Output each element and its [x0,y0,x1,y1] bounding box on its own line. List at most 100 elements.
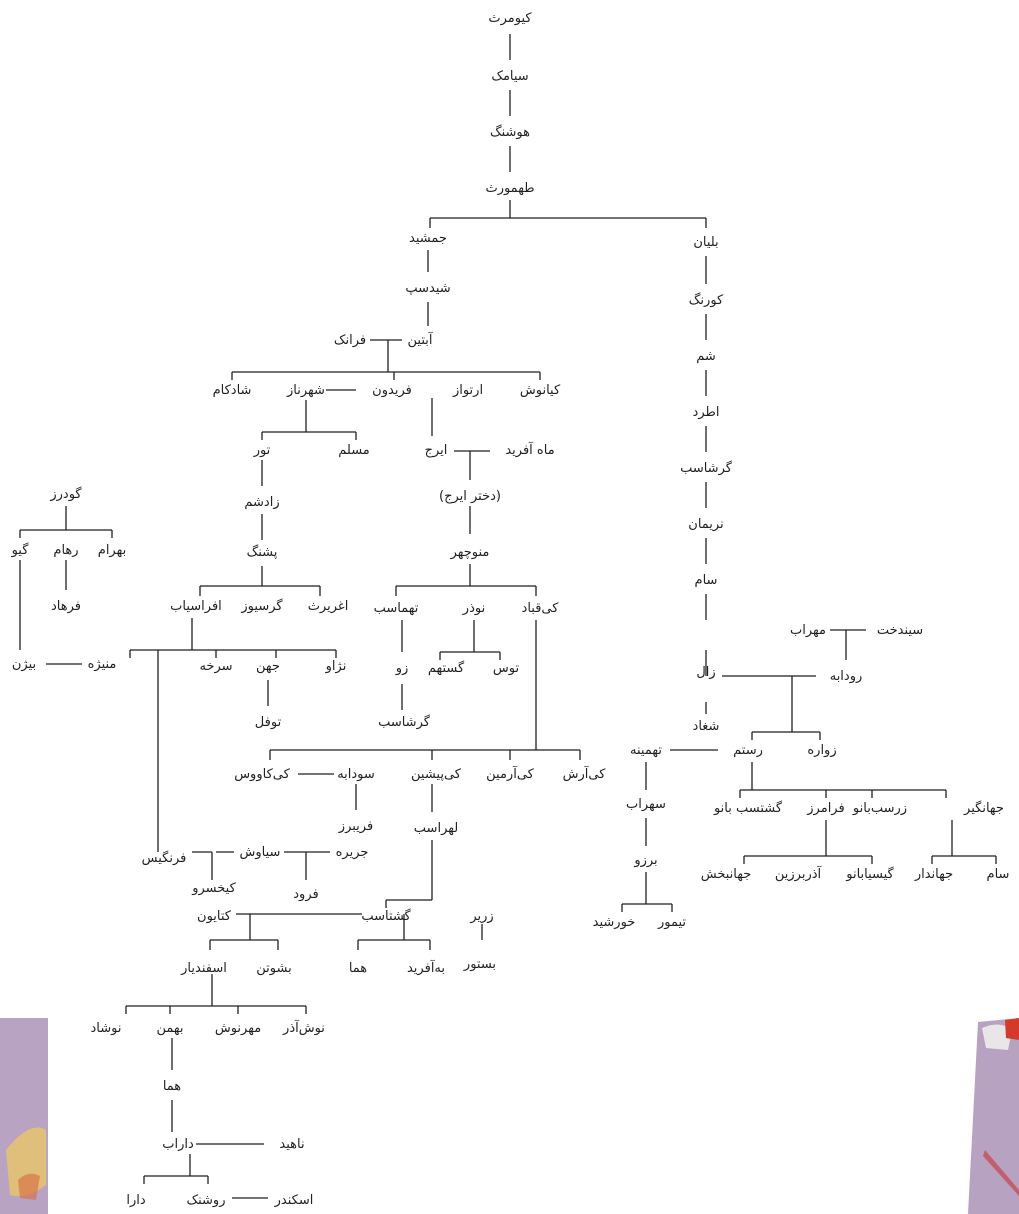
name-kiarash: کی‌آرش [563,765,607,782]
name-azarborzin: آذربرزین [775,865,823,882]
name-sham: شم [696,349,716,364]
name-sam-2: سام [987,867,1010,882]
name-nushazar: نوش‌آذر [282,1019,325,1036]
name-garshasb-2: گرشاسب [378,714,431,730]
name-farybarz: فریبرز [338,819,373,834]
name-artavaz: ارتواز [452,383,483,398]
name-tahmuras: طهمورث [485,181,534,196]
name-nahid: ناهید [279,1137,304,1152]
name-tus: توس [493,661,520,676]
name-roshanak: روشنک [186,1193,225,1208]
name-siamak: سیامک [491,69,528,84]
name-garshasb: گرشاسب [680,460,733,476]
name-atrad: اطرد [693,405,720,420]
name-jahn: جهن [256,659,280,674]
name-farangis: فرنگیس [142,850,187,866]
name-darab: داراب [162,1137,194,1152]
name-bahman: بهمن [156,1021,183,1036]
right-decorative-panel [968,1018,1019,1214]
name-sam: سام [695,573,718,588]
name-rudabeh: رودابه [830,669,863,684]
name-zu: زو [395,661,409,676]
name-jahandar: جهاندار [914,867,953,882]
name-mahafarid: ماه آفرید [505,441,554,458]
name-afrasiab: افراسیاب [170,599,222,614]
name-sindokht: سیندخت [877,623,923,638]
name-jahangir: جهانگیر [963,800,1004,816]
name-gisiabanu: گیسیابانو [845,866,894,882]
name-dokhtar-iraj: (دختر ایرج) [439,489,501,504]
name-zadasham: زادشم [244,495,279,510]
name-bashutan: بشوتن [256,961,291,976]
name-fereydun: فریدون [372,383,412,398]
name-faranak: فرانک [334,333,366,348]
name-lohrasb: لهراسب [414,821,458,836]
name-bastur: بستور [463,957,496,972]
name-mehrnush: مهرنوش [215,1021,261,1036]
name-hushang: هوشنگ [490,124,530,140]
name-zavareh: زواره [807,743,836,758]
left-panel-red-detail [18,1173,40,1200]
name-garsivaz: گرسیوز [240,598,283,614]
name-homa-1: هما [349,961,367,976]
name-siavash: سیاوش [240,845,281,860]
name-manizheh: منیژه [88,657,117,672]
name-jamshid: جمشید [409,231,447,246]
name-kipishin: کی‌پیشین [411,767,462,782]
name-mehrab: مهراب [790,623,826,638]
name-tur: تور [253,443,271,458]
name-teymur: تیمور [657,915,686,930]
name-sorkheh: سرخه [199,659,232,674]
name-goshtasbbanu: گشتسب بانو [713,800,783,816]
name-sudabeh: سودابه [337,767,375,782]
name-kianush: کیانوش [520,383,561,398]
name-shahrnaz: شهرناز [286,383,325,398]
name-keyghobad: کی‌قباد [522,601,560,616]
name-keyumars: کیومرث [488,11,532,26]
name-zal: زال [696,665,715,680]
name-eskandar: اسکندر [274,1193,314,1208]
name-goudarz: گودرز [49,486,82,502]
name-tufal: توفل [255,715,282,730]
name-zarir: زریر [469,909,493,924]
name-sohrab: سهراب [626,797,666,812]
name-behafarid: به‌آفرید [407,959,445,976]
name-aghriras: اغریرث [308,599,349,614]
name-nozar: نوذر [462,601,485,616]
name-raham: رهام [53,543,78,558]
name-tahmasb: تهماسب [374,601,419,616]
name-giv: گیو [11,542,30,558]
name-bizhan: بیژن [12,657,36,672]
name-abtin: آبتین [408,331,434,348]
name-barzu: برزو [633,853,657,868]
name-shadkam: شادکام [213,383,252,398]
name-nozhav: نژاو [325,659,347,674]
name-shidasp: شیدسپ [405,281,450,296]
name-moslem: مسلم [338,443,370,458]
name-katayun: کتایون [197,909,232,924]
name-khorshid: خورشید [593,915,636,930]
name-manuchehr: منوچهر [450,545,490,560]
right-panel-red-detail [1005,1018,1019,1040]
name-goshtasb: گشتاسب [361,908,411,924]
name-kurang: کورنگ [689,292,724,308]
name-homa-2: هما [163,1079,181,1094]
name-keykhosrow: کیخسرو [191,881,236,896]
name-bahram: بهرام [98,543,126,558]
name-iraj: ایرج [425,443,448,458]
name-rostam: رستم [733,743,763,758]
name-forud: فرود [293,887,318,902]
name-kikavus: کی‌کاووس [234,767,290,782]
name-zarbanu: زرسب‌بانو [852,801,907,816]
name-faramarz: فرامرز [806,801,844,816]
name-esfandiar: اسفندیار [180,961,227,976]
name-gostahm: گستهم [428,660,465,676]
name-dara: دارا [126,1193,146,1208]
name-tahmineh: تهمینه [630,743,662,758]
right-panel-red-line [983,1150,1019,1196]
name-kiarmin: کی‌آرمین [486,765,535,782]
name-balian: بلیان [693,235,718,250]
